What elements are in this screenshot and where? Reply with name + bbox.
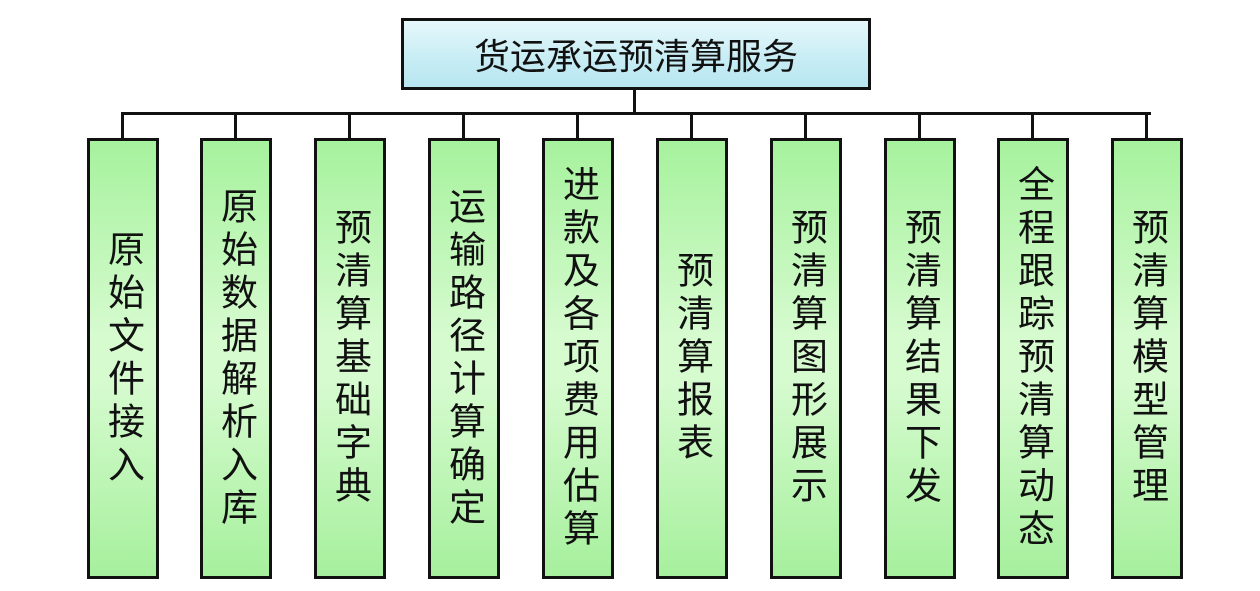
child-label: 预清算基础字典	[328, 208, 372, 509]
child-label: 预清算图形展示	[784, 208, 828, 509]
child-node: 原始文件接入	[87, 138, 159, 579]
child-connector	[348, 112, 351, 139]
child-node: 原始数据解析入库	[200, 138, 272, 579]
child-node: 预清算报表	[656, 138, 728, 579]
child-connector	[918, 112, 921, 139]
child-label: 全程跟踪预清算动态	[1011, 165, 1055, 552]
child-label: 原始文件接入	[101, 229, 145, 488]
child-connector	[121, 112, 124, 139]
child-label: 预清算结果下发	[898, 208, 942, 509]
child-node: 预清算基础字典	[314, 138, 386, 579]
child-connector	[690, 112, 693, 139]
root-label: 货运承运预清算服务	[473, 37, 798, 78]
child-node: 预清算结果下发	[884, 138, 956, 579]
child-label: 预清算模型管理	[1125, 208, 1169, 509]
horizontal-connector	[121, 112, 1151, 115]
root-connector	[633, 87, 636, 114]
child-node: 预清算模型管理	[1111, 138, 1183, 579]
child-connector	[1031, 112, 1034, 139]
child-label: 预清算报表	[670, 251, 714, 466]
child-label: 原始数据解析入库	[214, 186, 258, 531]
child-node: 全程跟踪预清算动态	[997, 138, 1069, 579]
child-node: 预清算图形展示	[770, 138, 842, 579]
child-label: 进款及各项费用估算	[556, 165, 600, 552]
child-connector	[1145, 112, 1148, 139]
child-label: 运输路径计算确定	[442, 186, 486, 531]
child-connector	[804, 112, 807, 139]
child-connector	[234, 112, 237, 139]
child-node: 运输路径计算确定	[428, 138, 500, 579]
child-connector	[576, 112, 579, 139]
child-node: 进款及各项费用估算	[542, 138, 614, 579]
child-connector	[462, 112, 465, 139]
root-node: 货运承运预清算服务	[401, 18, 871, 90]
